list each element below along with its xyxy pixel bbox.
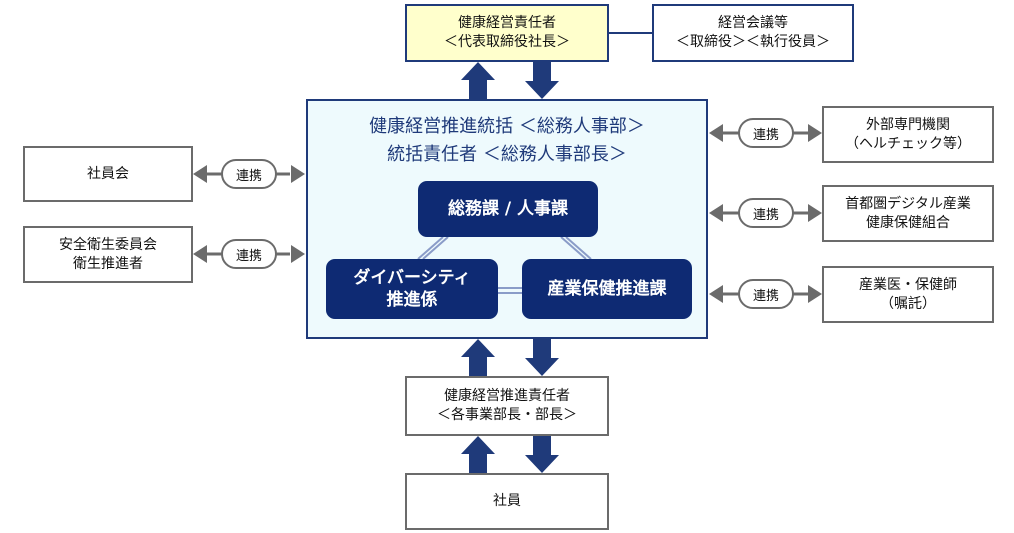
connector-label: 連携	[752, 207, 779, 223]
connector-pill-left-1: 連携	[221, 159, 277, 189]
health-insurance-label-2: 健康保健組合	[866, 214, 950, 231]
dept-diversity-label-2: 推進係	[386, 290, 438, 310]
dept-occupational-health: 産業保健推進課	[522, 259, 692, 319]
board-title: 経営会議等	[718, 15, 788, 32]
arrow-up-to-promoter	[461, 436, 495, 473]
dept-links	[417, 236, 592, 294]
safety-committee-label-2: 衛生推進者	[73, 255, 143, 272]
connector-pill-left-2: 連携	[221, 239, 277, 269]
ceo-box: 健康経営責任者 ＜代表取締役社長＞	[405, 4, 609, 62]
promoter-box: 健康経営推進責任者 ＜各事業部長・部長＞	[405, 376, 609, 436]
dept-occupational-health-label: 産業保健推進課	[547, 278, 667, 299]
connector-pill-right-1: 連携	[738, 118, 794, 148]
connector-label: 連携	[235, 168, 262, 184]
industrial-doctor-label-2: （嘱託）	[880, 295, 936, 312]
employees-label: 社員	[493, 493, 521, 510]
employee-union-box: 社員会	[23, 146, 193, 202]
safety-committee-box: 安全衛生委員会 衛生推進者	[23, 226, 193, 283]
safety-committee-label-1: 安全衛生委員会	[59, 236, 157, 253]
board-box: 経営会議等 ＜取締役＞＜執行役員＞	[652, 4, 854, 62]
health-insurance-box: 首都圏デジタル産業 健康保健組合	[822, 185, 994, 242]
central-title: 健康経営推進統括 ＜総務人事部＞	[369, 116, 645, 137]
arrow-down-to-promoter	[525, 339, 559, 376]
arrow-down-to-employees	[525, 436, 559, 473]
ceo-subtitle: ＜代表取締役社長＞	[444, 34, 570, 50]
ceo-title: 健康経営責任者	[458, 15, 556, 32]
promoter-label-2: ＜各事業部長・部長＞	[437, 407, 577, 423]
connector-pill-right-3: 連携	[738, 279, 794, 309]
arrow-down-from-ceo	[525, 62, 559, 99]
central-subtitle: 統括責任者 ＜総務人事部長＞	[387, 144, 627, 165]
connector-label: 連携	[235, 248, 262, 264]
connector-pill-right-2: 連携	[738, 198, 794, 228]
external-org-box: 外部専門機関 （ヘルチェック等）	[822, 106, 994, 163]
industrial-doctor-label-1: 産業医・保健師	[859, 276, 957, 293]
central-box: 健康経営推進統括 ＜総務人事部＞ 統括責任者 ＜総務人事部長＞ 総務課 / 人事…	[306, 99, 708, 339]
external-org-label-2: （ヘルチェック等）	[845, 135, 971, 152]
employee-union-label: 社員会	[87, 165, 129, 182]
external-org-label-1: 外部専門機関	[866, 116, 950, 133]
employees-box: 社員	[405, 473, 609, 530]
dept-diversity-label-1: ダイバーシティ	[353, 267, 471, 288]
dept-general-affairs: 総務課 / 人事課	[418, 181, 598, 237]
arrow-up-to-ceo	[461, 62, 495, 99]
dept-diversity: ダイバーシティ 推進係	[326, 259, 498, 319]
dept-general-affairs-label: 総務課 / 人事課	[447, 198, 569, 219]
arrow-up-to-central	[461, 339, 495, 376]
industrial-doctor-box: 産業医・保健師 （嘱託）	[822, 266, 994, 323]
board-subtitle: ＜取締役＞＜執行役員＞	[676, 34, 830, 50]
connector-label: 連携	[752, 288, 779, 304]
promoter-label-1: 健康経営推進責任者	[444, 388, 570, 405]
health-insurance-label-1: 首都圏デジタル産業	[845, 195, 971, 212]
connector-label: 連携	[752, 127, 779, 143]
